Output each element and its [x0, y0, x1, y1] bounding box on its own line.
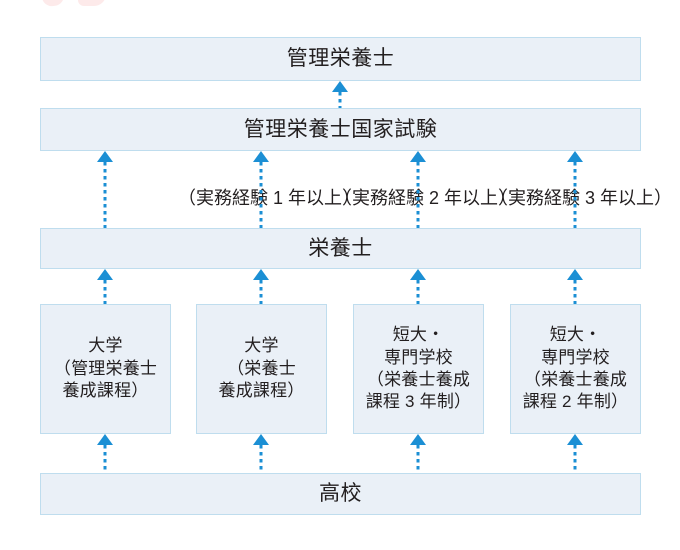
arrow-stem-dotted [573, 280, 577, 304]
arrow-head-icon [97, 269, 113, 280]
arrow-up-icon-column-3-to-dietitian [410, 269, 426, 304]
node-label: 管理栄養士国家試験 [243, 117, 438, 141]
arrow-up-icon-high-school-to-column-2 [253, 434, 269, 473]
node-label: 大学 （管理栄養士 養成課程） [53, 336, 158, 401]
arrow-head-icon [410, 151, 426, 162]
arrow-up-icon-column-4-to-dietitian [567, 269, 583, 304]
arrow-stem-dotted [103, 280, 107, 304]
arrow-stem-dotted [259, 445, 263, 473]
arrow-stem-dotted [416, 445, 420, 473]
arrow-head-icon [253, 151, 269, 162]
decorative-pink-shape-right [78, 0, 106, 6]
arrow-head-icon [410, 269, 426, 280]
arrow-up-icon-high-school-to-column-4 [567, 434, 583, 473]
node-junior-college-2year-course: 短大・ 専門学校 （栄養士養成 課程 2 年制） [510, 304, 641, 434]
arrow-stem-dotted [259, 280, 263, 304]
arrow-stem-dotted [573, 445, 577, 473]
arrow-up-icon-high-school-to-column-3 [410, 434, 426, 473]
node-registered-dietitian: 管理栄養士 [40, 37, 641, 81]
arrow-stem-dotted [103, 162, 107, 228]
arrow-head-icon [253, 269, 269, 280]
arrow-head-icon [410, 434, 426, 445]
node-label: 高校 [319, 482, 362, 506]
note-experience-2-years: （実務経験 2 年以上） [334, 188, 517, 208]
node-university-registered-dietitian-course: 大学 （管理栄養士 養成課程） [40, 304, 171, 434]
arrow-up-icon-high-school-to-column-1 [97, 434, 113, 473]
arrow-head-icon [567, 434, 583, 445]
node-dietitian: 栄養士 [40, 228, 641, 269]
arrow-head-icon [97, 434, 113, 445]
arrow-head-icon [97, 151, 113, 162]
note-experience-1-year: （実務経験 1 年以上） [178, 188, 361, 208]
node-label: 管理栄養士 [286, 47, 395, 71]
node-national-exam: 管理栄養士国家試験 [40, 108, 641, 151]
arrow-stem-dotted [338, 92, 342, 108]
node-label: 短大・ 専門学校 （栄養士養成 課程 2 年制） [522, 325, 629, 412]
node-label: 栄養士 [308, 236, 373, 260]
arrow-up-icon-column-1-to-dietitian [97, 269, 113, 304]
node-junior-college-3year-course: 短大・ 専門学校 （栄養士養成 課程 3 年制） [353, 304, 484, 434]
arrow-head-icon [332, 81, 348, 92]
note-experience-3-years: （実務経験 3 年以上） [490, 188, 673, 208]
arrow-head-icon [253, 434, 269, 445]
node-label: 大学 （栄養士 養成課程） [218, 336, 305, 401]
node-label: 短大・ 専門学校 （栄養士養成 課程 3 年制） [365, 325, 472, 412]
arrow-up-icon-column-2-to-dietitian [253, 269, 269, 304]
arrow-head-icon [567, 269, 583, 280]
arrow-head-icon [567, 151, 583, 162]
node-high-school: 高校 [40, 473, 641, 515]
node-university-dietitian-course: 大学 （栄養士 養成課程） [196, 304, 327, 434]
arrow-up-icon-dietitian-to-exam-1 [97, 151, 113, 228]
arrow-stem-dotted [103, 445, 107, 473]
arrow-up-icon-exam-to-registered-dietitian [332, 81, 348, 108]
decorative-pink-shape-left [40, 0, 66, 8]
arrow-stem-dotted [416, 280, 420, 304]
